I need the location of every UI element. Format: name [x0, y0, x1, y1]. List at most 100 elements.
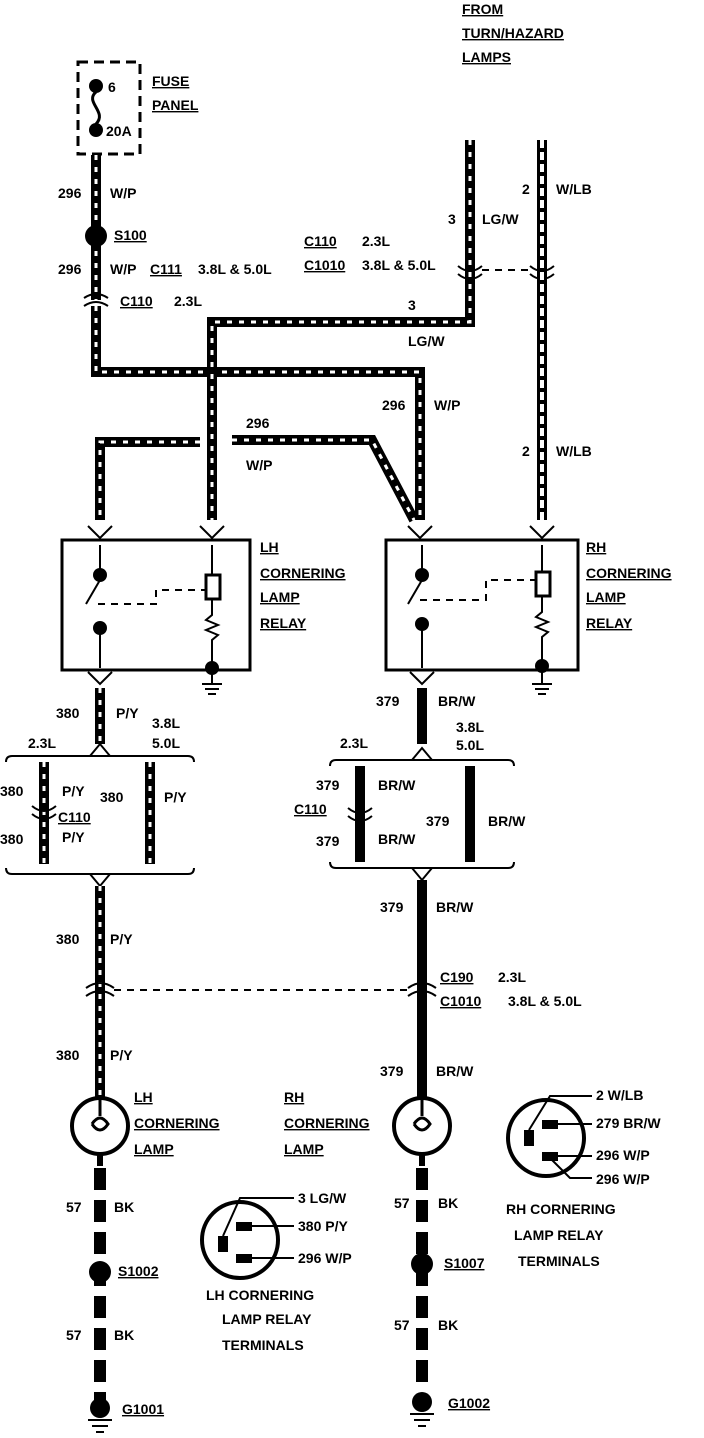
rh-term-caption-2: LAMP RELAY	[514, 1227, 604, 1243]
rb-eng38: 3.8L	[456, 719, 484, 735]
lh-relay-1: LH	[260, 539, 279, 555]
rb-c379: 379	[426, 813, 450, 829]
rh-branch-bottom-bracket	[329, 861, 515, 882]
from-label-1: FROM	[462, 1, 503, 17]
lh-term-2: 380 P/Y	[298, 1218, 348, 1234]
rb-cbrw: BR/W	[488, 813, 526, 829]
g1002-label: G1002	[448, 1395, 490, 1411]
fuse-rating: 20A	[106, 123, 132, 139]
rh-lamp-3: LAMP	[284, 1141, 324, 1157]
rb-w379: 379	[376, 693, 400, 709]
fuse-terminal-top	[89, 79, 103, 93]
splice-s100	[85, 225, 107, 247]
wp-b: W/P	[110, 261, 136, 277]
fuse-element	[91, 90, 101, 126]
lh-term-3: 296 W/P	[298, 1250, 352, 1266]
wire-296-lh-relay	[95, 437, 200, 520]
c110-top-eng: 2.3L	[362, 233, 390, 249]
lh-term-1: 3 LG/W	[298, 1190, 347, 1206]
lb-cpy: P/Y	[164, 789, 187, 805]
wlb-b: W/LB	[556, 443, 592, 459]
rh-term-2: 279 BR/W	[596, 1115, 661, 1131]
fuse-terminal-bottom	[89, 123, 103, 137]
c1010-label: C1010	[440, 993, 481, 1009]
lh-lamp-1: LH	[134, 1089, 153, 1105]
rh-lamp	[392, 1096, 452, 1166]
rh-branch-top-bracket	[329, 746, 515, 767]
rb-eng23: 2.3L	[340, 735, 368, 751]
c1010-top: C1010	[304, 257, 345, 273]
wp-right: W/P	[434, 397, 460, 413]
r57b: 57	[394, 1317, 410, 1333]
l57a: 57	[66, 1199, 82, 1215]
lh-terminal-view	[200, 1197, 294, 1280]
c111-eng: 3.8L & 5.0L	[198, 261, 272, 277]
fuse-label-2: PANEL	[152, 97, 199, 113]
lgw-b: LG/W	[408, 333, 445, 349]
lb-e380: 380	[56, 1047, 80, 1063]
s100-label: S100	[114, 227, 147, 243]
c110-top: C110	[304, 233, 337, 249]
rb-abrw: BR/W	[378, 777, 416, 793]
lb-bpy: P/Y	[62, 829, 85, 845]
connector-c190-right	[407, 982, 437, 997]
w296-top: 296	[58, 185, 82, 201]
s1002-label: S1002	[118, 1263, 159, 1279]
w2: 2	[522, 181, 530, 197]
lb-a380: 380	[0, 783, 24, 799]
lh-term-caption-3: TERMINALS	[222, 1337, 304, 1353]
connector-c110-top	[457, 265, 483, 280]
wp-mid: W/P	[246, 457, 272, 473]
fuse-number: 6	[108, 79, 116, 95]
lb-eng38: 3.8L	[152, 715, 180, 731]
rb-a379: 379	[316, 777, 340, 793]
w296-right: 296	[382, 397, 406, 413]
rbkb: BK	[438, 1317, 458, 1333]
g1001-label: G1001	[122, 1401, 164, 1417]
lb-w380: 380	[56, 705, 80, 721]
w3: 3	[448, 211, 456, 227]
lh-ground-symbol	[88, 1419, 112, 1433]
w296-b: 296	[58, 261, 82, 277]
c1010-eng: 3.8L & 5.0L	[508, 993, 582, 1009]
rb-c110: C110	[294, 801, 327, 817]
rb-brw: BR/W	[438, 693, 476, 709]
rb-e379: 379	[380, 1063, 404, 1079]
rh-ground-symbol	[410, 1413, 434, 1427]
lh-lamp-3: LAMP	[134, 1141, 174, 1157]
lgw: LG/W	[482, 211, 519, 227]
lb-c380: 380	[100, 789, 124, 805]
wire-296-bus	[91, 306, 425, 520]
c190-eng: 2.3L	[498, 969, 526, 985]
lh-relay-3: LAMP	[260, 589, 300, 605]
rh-term-4: 296 W/P	[596, 1171, 650, 1187]
wlb: W/LB	[556, 181, 592, 197]
rh-lamp-1: RH	[284, 1089, 304, 1105]
wp-top: W/P	[110, 185, 136, 201]
connector-c190-left	[85, 982, 115, 997]
rh-relay-4: RELAY	[586, 615, 633, 631]
s1007-label: S1007	[444, 1255, 485, 1271]
rb-ebrw: BR/W	[436, 1063, 474, 1079]
connector-c110-fuse	[83, 293, 109, 307]
c110-label: C110	[120, 293, 153, 309]
wire-296-mid	[232, 435, 419, 523]
w3-b: 3	[408, 297, 416, 313]
from-label-2: TURN/HAZARD	[462, 25, 564, 41]
lb-py: P/Y	[116, 705, 139, 721]
fuse-label-1: FUSE	[152, 73, 189, 89]
lb-d380: 380	[56, 931, 80, 947]
lb-epy: P/Y	[110, 1047, 133, 1063]
lh-branch-bottom-bracket	[5, 867, 195, 888]
c110-eng: 2.3L	[174, 293, 202, 309]
rbka: BK	[438, 1195, 458, 1211]
splice-s1002	[89, 1261, 111, 1283]
lb-dpy: P/Y	[110, 931, 133, 947]
rh-relay-1: RH	[586, 539, 606, 555]
lb-b380: 380	[0, 831, 24, 847]
l57b: 57	[66, 1327, 82, 1343]
lh-term-caption-1: LH CORNERING	[206, 1287, 314, 1303]
rb-dbrw: BR/W	[436, 899, 474, 915]
rh-ground-point	[412, 1392, 432, 1412]
